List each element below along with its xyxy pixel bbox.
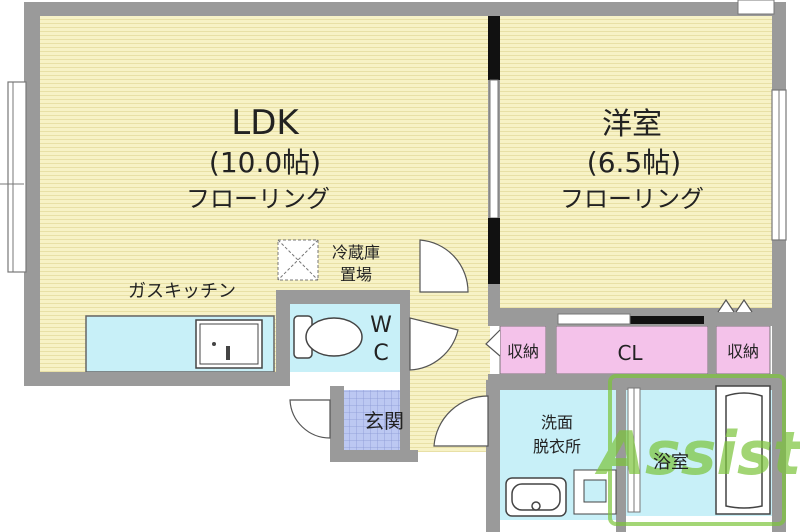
bath-step bbox=[627, 387, 641, 513]
senmen-label-line1: 洗面 bbox=[541, 413, 573, 432]
room-labels: LDK (10.0帖) フローリング 洋室 (6.5帖) フローリング 冷蔵庫 … bbox=[128, 103, 759, 473]
senmen-label-line2: 脱衣所 bbox=[533, 437, 581, 456]
door-ldk-hall bbox=[419, 239, 469, 293]
fridge-label-line1: 冷蔵庫 bbox=[332, 243, 380, 262]
floors bbox=[40, 16, 772, 520]
closet-label: CL bbox=[617, 341, 643, 365]
bath-label: 浴室 bbox=[653, 452, 689, 473]
door-wc bbox=[409, 317, 459, 371]
western-size: (6.5帖) bbox=[587, 146, 681, 179]
western-name: 洋室 bbox=[602, 107, 662, 142]
sink bbox=[195, 319, 263, 369]
watermark-text: Assist bbox=[595, 419, 800, 489]
storage-left-label: 収納 bbox=[507, 342, 539, 361]
door-storage-right bbox=[717, 298, 753, 313]
door-storage-left bbox=[485, 329, 501, 357]
western-floor-type: フローリング bbox=[560, 185, 704, 213]
doors bbox=[289, 239, 753, 447]
ldk-floor-type: フローリング bbox=[186, 185, 330, 213]
sliding-door bbox=[488, 16, 704, 325]
window-top bbox=[737, 0, 775, 15]
ldk-size: (10.0帖) bbox=[209, 146, 321, 179]
genkan-label: 玄関 bbox=[364, 409, 404, 433]
storage-right-label: 収納 bbox=[727, 342, 759, 361]
fridge-label-line2: 置場 bbox=[340, 265, 372, 284]
window-left bbox=[7, 81, 27, 273]
door-genkan bbox=[289, 399, 331, 439]
windows bbox=[0, 0, 787, 273]
bathtub bbox=[715, 385, 771, 515]
fridge-space bbox=[277, 239, 319, 281]
wc-label-c: C bbox=[373, 341, 388, 366]
toilet bbox=[293, 315, 363, 359]
washbasin bbox=[505, 477, 567, 517]
door-senmen bbox=[433, 395, 489, 447]
wc-label-w: W bbox=[370, 313, 392, 338]
genkan-floor bbox=[344, 390, 410, 450]
ldk-name: LDK bbox=[231, 103, 300, 143]
western-room-floor bbox=[500, 16, 772, 308]
watermark-logo: Assist bbox=[595, 374, 800, 526]
kitchen-label: ガスキッチン bbox=[128, 281, 236, 302]
